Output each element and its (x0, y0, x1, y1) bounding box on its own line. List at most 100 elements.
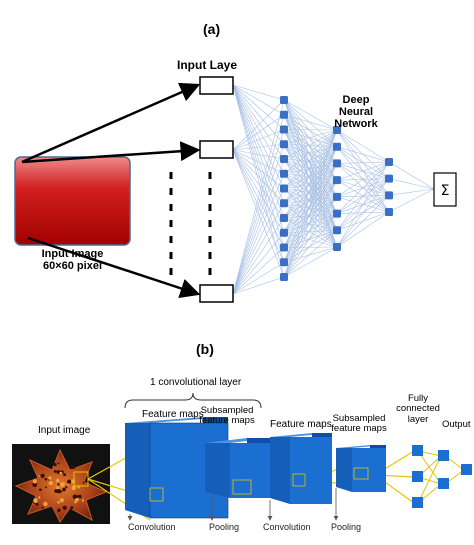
network-edge (283, 173, 338, 248)
fc-line2: connected (396, 403, 440, 415)
network-edge (283, 114, 338, 181)
cell-speck (35, 503, 39, 506)
cell-speck (57, 483, 60, 486)
cell-speck (63, 473, 67, 477)
network-edge (232, 276, 285, 295)
network-edge (283, 188, 338, 231)
network-edge (283, 246, 338, 278)
hidden1-node (280, 258, 288, 267)
cell-speck (74, 501, 77, 504)
network-edge (336, 146, 390, 163)
cell-speck (71, 465, 76, 470)
cell-speck (57, 462, 60, 465)
network-edge (283, 129, 338, 263)
feature-maps-block-2 (270, 433, 332, 504)
network-edge (232, 84, 285, 204)
network-edge (283, 163, 338, 204)
panel-b-label: (b) (196, 341, 214, 357)
network-edge (283, 129, 338, 231)
network-edge (388, 161, 435, 190)
cell-speck (60, 482, 65, 487)
network-edge (283, 179, 338, 204)
cell-speck (78, 494, 82, 499)
network-edge (283, 99, 338, 181)
input-node-middle (199, 140, 234, 159)
cell-speck (62, 505, 67, 510)
network-edge (283, 99, 338, 214)
network-edge (388, 188, 435, 213)
network-edge (283, 179, 338, 219)
sum-box (433, 172, 457, 207)
network-edge (283, 217, 338, 248)
panel-b (12, 392, 472, 524)
network-edge (283, 196, 338, 204)
cell-speck (56, 486, 60, 490)
input-node-top (199, 76, 234, 95)
hidden1-node (280, 243, 288, 252)
network-edge (232, 84, 285, 174)
network-edge (336, 129, 390, 163)
network-edge (283, 146, 338, 248)
fc-node-1 (412, 445, 423, 456)
network-edge (283, 158, 338, 198)
network-edge (336, 161, 390, 214)
conv-layer-brace (124, 392, 262, 409)
network-edge (232, 261, 285, 295)
network-edge (283, 213, 338, 278)
network-edge (283, 129, 338, 204)
network-edge (283, 146, 338, 204)
network-edge (283, 99, 338, 198)
network-nodes (280, 96, 393, 281)
network-edge (283, 179, 338, 278)
network-edge (283, 129, 338, 219)
network-edge (388, 188, 435, 196)
network-edge (283, 146, 338, 278)
cell-speck (38, 496, 41, 499)
cell-speck (53, 470, 57, 473)
network-edge (232, 84, 285, 145)
cell-speck (48, 476, 52, 480)
pooling-label-2: Pooling (331, 522, 362, 532)
network-edge (232, 99, 285, 151)
network-edges (232, 84, 435, 295)
cell-speck (67, 479, 72, 484)
cell-speck (72, 494, 78, 500)
hidden1-node (280, 214, 288, 222)
network-edge (283, 144, 338, 214)
network-edge (283, 188, 338, 198)
network-edge (283, 129, 338, 174)
subsampled-2-line1: Subsampled (332, 413, 386, 424)
network-edge (336, 161, 390, 248)
network-edge (283, 230, 338, 278)
hidden2-node (333, 159, 341, 168)
output-label: Output (442, 419, 471, 430)
network-edge (283, 188, 338, 248)
cell-speck (59, 471, 63, 475)
network-edge (283, 217, 338, 231)
subsampled-block-1 (205, 438, 272, 498)
subsampled-label-2: Subsampled feature maps (326, 413, 392, 435)
network-edge (336, 178, 390, 248)
network-edge (283, 196, 338, 248)
network-edge (283, 146, 338, 219)
dnn-label-line1: Deep (342, 94, 370, 106)
feature-maps-label-1: Feature maps (142, 409, 204, 420)
network-edge (283, 129, 338, 181)
network-edge (232, 84, 285, 248)
network-edge (283, 129, 338, 214)
network-edge (283, 163, 338, 278)
network-edge (283, 129, 338, 147)
hidden3-node (385, 174, 393, 183)
network-edge (232, 149, 285, 263)
fc-node-2 (412, 471, 423, 482)
network-edge (232, 84, 285, 160)
network-edge (283, 129, 338, 145)
hidden2-node (333, 243, 341, 251)
network-edge (283, 173, 338, 214)
input-arrow-bottom (27, 236, 201, 299)
network-edge (283, 230, 338, 263)
cell-speck (39, 488, 42, 492)
network-edge (283, 99, 338, 231)
hidden1-node (280, 96, 288, 104)
network-edge (232, 232, 285, 295)
